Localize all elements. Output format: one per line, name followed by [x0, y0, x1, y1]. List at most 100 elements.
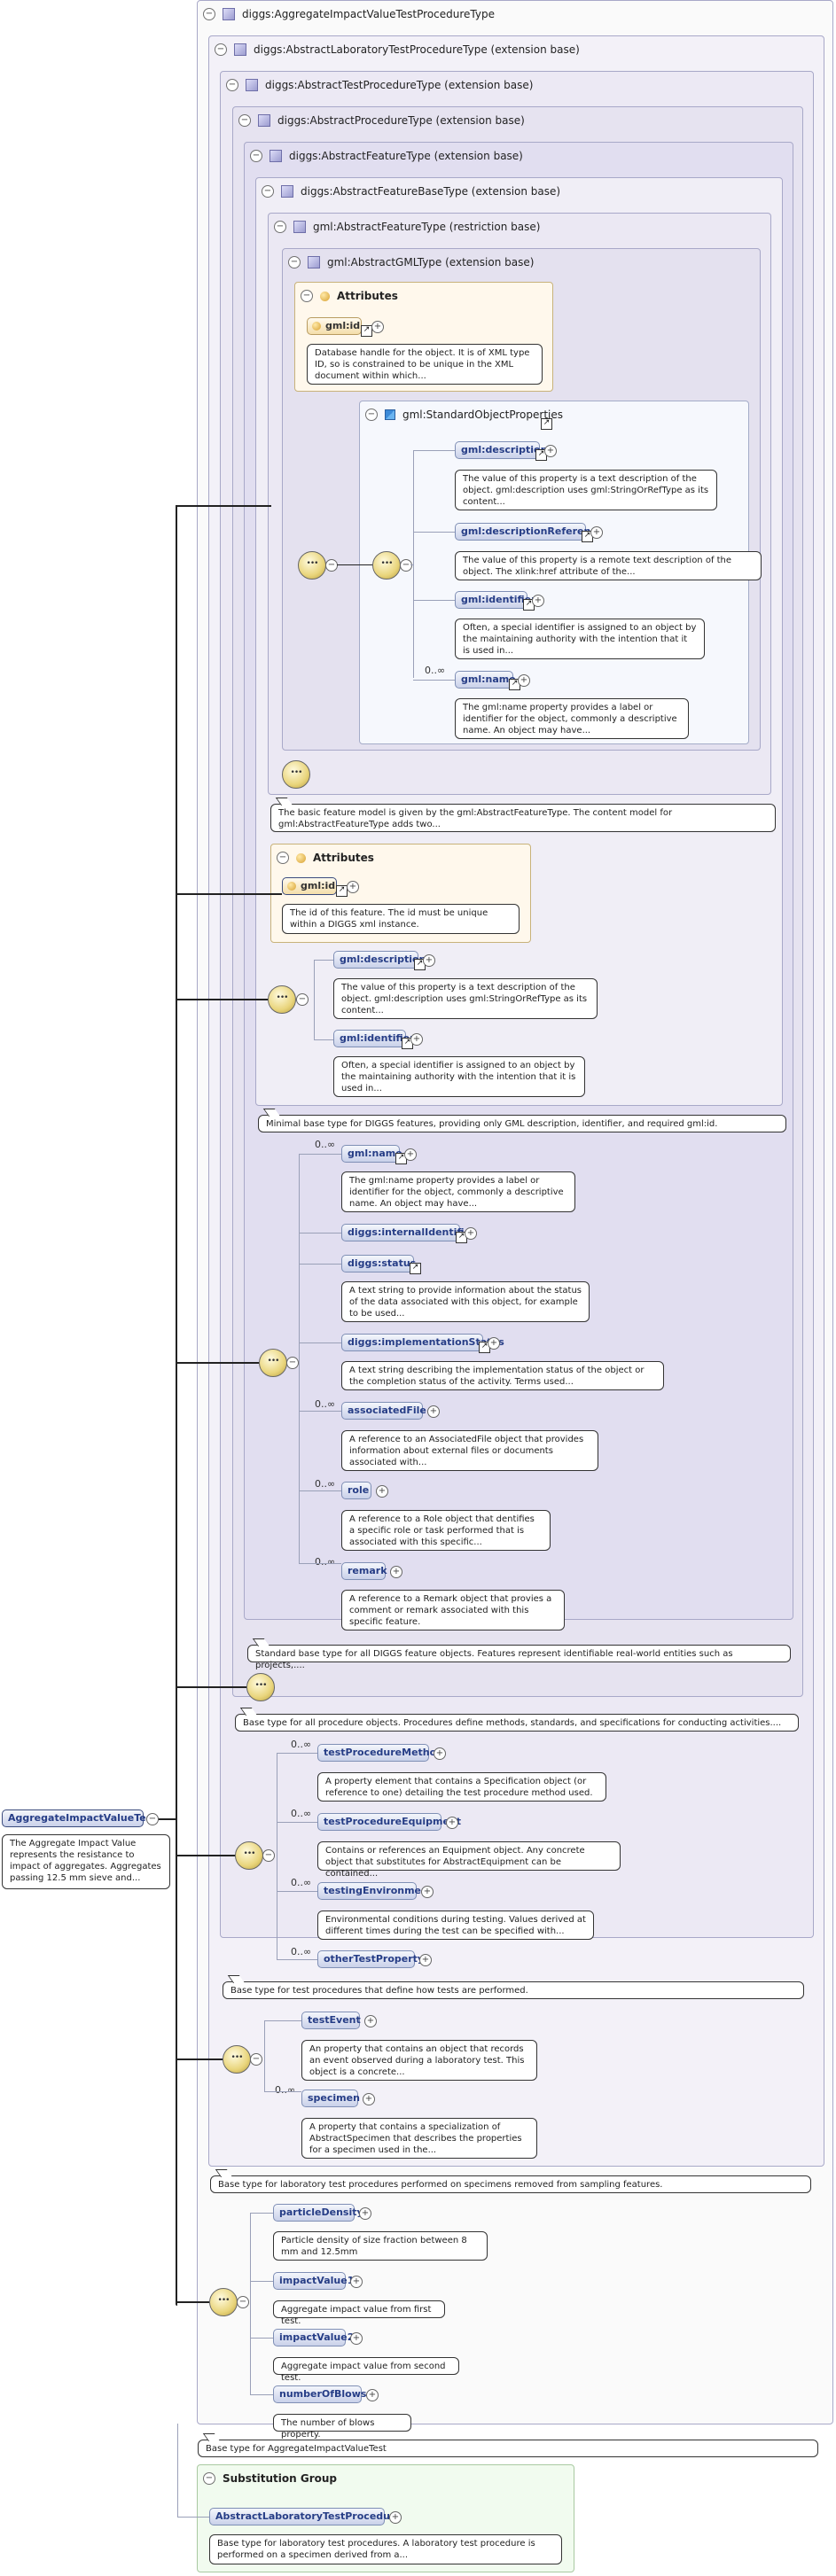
main-connector [176, 1362, 259, 1364]
collapse-icon[interactable]: − [288, 256, 301, 268]
expand-icon[interactable]: + [544, 445, 557, 457]
collapse-icon[interactable]: − [277, 852, 289, 864]
link-icon[interactable]: ↗ [410, 1263, 421, 1274]
collapse-icon[interactable]: − [250, 2053, 262, 2066]
element-abstract-laboratory-test-procedure[interactable]: AbstractLaboratoryTestProcedure [209, 2508, 402, 2525]
cardinality: 0..∞ [315, 1139, 336, 1150]
sequence-compositor[interactable] [235, 1841, 263, 1870]
collapse-icon[interactable]: − [146, 1813, 159, 1825]
element-implementation-status[interactable]: diggs:implementationStatus [341, 1334, 504, 1351]
expand-icon[interactable]: + [532, 595, 544, 607]
expand-icon[interactable]: + [590, 526, 603, 539]
collapse-icon[interactable]: − [274, 221, 286, 233]
expand-icon[interactable]: + [350, 2276, 363, 2288]
element-doc: The gml:name property provides a label o… [341, 1171, 575, 1212]
expand-icon[interactable]: + [419, 1954, 432, 1966]
connector [250, 2213, 273, 2214]
collapse-icon[interactable]: − [365, 409, 378, 421]
sequence-compositor[interactable] [298, 551, 326, 580]
collapse-icon[interactable]: − [296, 993, 309, 1006]
element-testing-environment[interactable]: testingEnvironment [317, 1882, 433, 1900]
collapse-icon[interactable]: − [325, 559, 338, 572]
element-status[interactable]: diggs:status [341, 1255, 416, 1272]
element-associated-file[interactable]: associatedFile [341, 1402, 426, 1420]
expand-icon[interactable]: + [465, 1227, 477, 1240]
sequence-compositor[interactable] [259, 1349, 287, 1377]
element-test-procedure-method[interactable]: testProcedureMethod [317, 1744, 443, 1762]
expand-icon[interactable]: + [390, 1566, 402, 1578]
cardinality: 0..∞ [291, 1739, 312, 1750]
element-gml-identifier[interactable]: gml:identifier [333, 1030, 415, 1047]
expand-icon[interactable]: + [518, 674, 530, 687]
link-icon[interactable]: ↗ [541, 418, 552, 430]
collapse-icon[interactable]: − [203, 2472, 215, 2485]
expand-icon[interactable]: + [376, 1485, 388, 1498]
element-specimen[interactable]: specimen [301, 2090, 360, 2107]
element-gml-description[interactable]: gml:description [455, 441, 547, 459]
attr-gml-id[interactable]: gml:id [282, 877, 337, 895]
element-role[interactable]: role [341, 1482, 371, 1499]
element-gml-name[interactable]: gml:name [455, 671, 516, 689]
element-test-event[interactable]: testEvent [301, 2012, 361, 2029]
element-remark[interactable]: remark [341, 1562, 387, 1580]
link-icon[interactable]: ↗ [479, 1342, 490, 1353]
link-icon[interactable]: ↗ [336, 885, 348, 897]
connector [250, 2213, 251, 2394]
collapse-icon[interactable]: − [203, 8, 215, 20]
level-header: − diggs:AbstractTestProcedureType (exten… [221, 72, 533, 98]
element-gml-description[interactable]: gml:description [333, 951, 426, 969]
element-number-of-blows[interactable]: numberOfBlows [273, 2385, 366, 2403]
expand-icon[interactable]: + [366, 2389, 379, 2401]
element-doc: A reference to an AssociatedFile object … [341, 1430, 598, 1471]
element-other-test-property[interactable]: otherTestProperty [317, 1950, 424, 1968]
collapse-icon[interactable]: − [226, 79, 238, 91]
expand-icon[interactable]: + [421, 1886, 434, 1898]
root-element[interactable]: AggregateImpactValueTest [2, 1809, 157, 1827]
element-doc: Particle density of size fraction betwee… [273, 2231, 488, 2261]
expand-icon[interactable]: + [389, 2511, 402, 2524]
expand-icon[interactable]: + [410, 1033, 423, 1046]
sequence-compositor[interactable] [268, 985, 296, 1014]
expand-icon[interactable]: + [347, 881, 359, 893]
expand-icon[interactable]: + [364, 2015, 377, 2027]
element-gml-description-reference[interactable]: gml:descriptionReference [455, 523, 603, 541]
element-doc: A property that contains a specializatio… [301, 2118, 537, 2159]
element-impact-value-2[interactable]: impactValue2 [273, 2329, 354, 2346]
element-test-procedure-equipment[interactable]: testProcedureEquipment [317, 1813, 461, 1831]
expand-icon[interactable]: + [363, 2093, 375, 2105]
element-doc: The value of this property is a remote t… [455, 551, 762, 580]
element-gml-identifier[interactable]: gml:identifier [455, 591, 536, 609]
collapse-icon[interactable]: − [400, 559, 412, 572]
collapse-icon[interactable]: − [262, 1849, 275, 1862]
expand-icon[interactable]: + [446, 1817, 458, 1829]
element-gml-name[interactable]: gml:name [341, 1145, 402, 1163]
link-icon[interactable]: ↗ [535, 449, 547, 461]
collapse-icon[interactable]: − [286, 1357, 299, 1369]
sequence-compositor[interactable] [223, 2045, 251, 2074]
sequence-compositor[interactable] [246, 1673, 275, 1701]
link-icon[interactable]: ↗ [361, 325, 372, 337]
connector [299, 1342, 341, 1343]
collapse-icon[interactable]: − [215, 43, 227, 56]
collapse-icon[interactable]: − [237, 2296, 249, 2308]
expand-icon[interactable]: + [404, 1148, 417, 1161]
sequence-compositor[interactable] [282, 760, 310, 789]
expand-icon[interactable]: + [427, 1405, 440, 1418]
expand-icon[interactable]: + [359, 2207, 371, 2220]
element-particle-density[interactable]: particleDensity [273, 2204, 363, 2222]
expand-icon[interactable]: + [488, 1337, 500, 1350]
choice-compositor[interactable] [372, 551, 401, 580]
collapse-icon[interactable]: − [262, 185, 274, 198]
expand-icon[interactable]: + [423, 954, 435, 967]
element-impact-value-1[interactable]: impactValue1 [273, 2272, 354, 2290]
collapse-icon[interactable]: − [301, 290, 313, 302]
collapse-icon[interactable]: − [250, 150, 262, 162]
expand-icon[interactable]: + [371, 321, 384, 333]
collapse-icon[interactable]: − [238, 114, 251, 127]
expand-icon[interactable]: + [350, 2332, 363, 2345]
sequence-compositor[interactable] [209, 2288, 238, 2316]
substitution-connector [177, 2517, 209, 2518]
element-internal-identifier[interactable]: diggs:internalIdentifier [341, 1224, 475, 1241]
expand-icon[interactable]: + [434, 1747, 446, 1760]
attr-gml-id[interactable]: gml:id [307, 317, 362, 335]
